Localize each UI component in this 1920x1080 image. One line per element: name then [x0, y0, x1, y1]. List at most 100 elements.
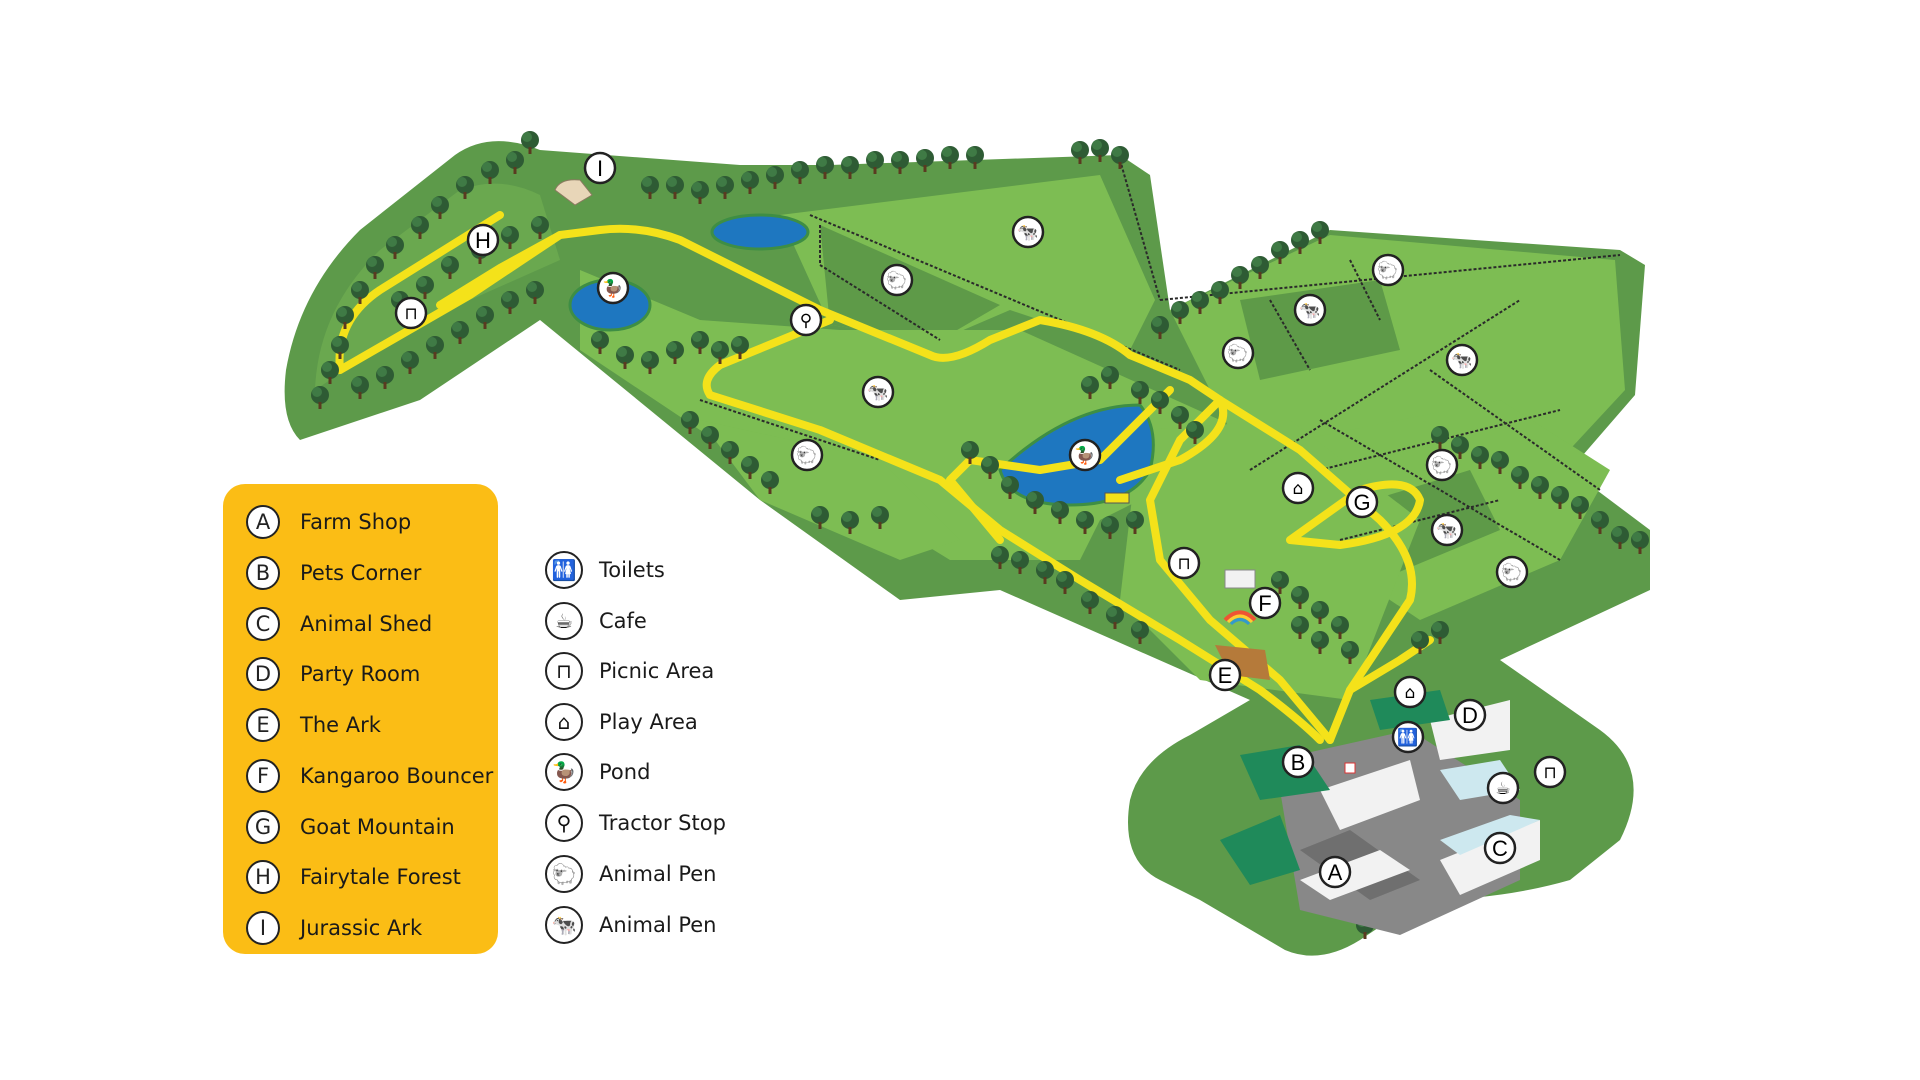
legend-item-goat-mountain[interactable]: G Goat Mountain [246, 807, 455, 847]
bridge-icon [1104, 492, 1130, 504]
svg-text:🚻: 🚻 [1397, 727, 1418, 748]
play-area-icon[interactable]: ⌂ [1281, 471, 1315, 505]
svg-text:⊓: ⊓ [404, 304, 417, 324]
marker-i[interactable]: I [583, 151, 617, 185]
letter-g-badge: G [246, 810, 280, 844]
legend-item-farm-shop[interactable]: A Farm Shop [246, 502, 411, 542]
dinosaur-skull-icon [554, 179, 593, 206]
legend-item-picnic-area[interactable]: ⊓ Picnic Area [545, 651, 714, 691]
cow-pen-icon[interactable]: 🐄 [1445, 343, 1479, 377]
marker-h[interactable]: H [466, 223, 500, 257]
svg-text:⚲: ⚲ [800, 311, 812, 331]
legend-label: Animal Shed [300, 612, 433, 636]
legend-item-jurassic-ark[interactable]: I Jurassic Ark [246, 908, 422, 948]
marker-d[interactable]: D [1453, 698, 1487, 732]
first-aid-icon [1344, 762, 1356, 774]
play-area-icon: ⌂ [545, 703, 583, 741]
svg-text:🐑: 🐑 [1227, 343, 1248, 364]
picnic-icon[interactable]: ⊓ [1533, 755, 1567, 789]
svg-text:⊓: ⊓ [1177, 554, 1190, 574]
cow-pen-icon[interactable]: 🐄 [861, 375, 895, 409]
sheep-pen-icon[interactable]: 🐑 [790, 438, 824, 472]
pond-icon[interactable]: 🦆 [596, 271, 630, 305]
svg-text:⊓: ⊓ [1543, 763, 1556, 783]
map-symbol-markers: 🐄 🐑 🐑 🐄 🐑 🐄 🐄 🐑 🐑 🐄 🐑 🦆 🦆 ⊓ ⊓ ⊓ ⚲ ⌂ ⌂ 🚻 … [394, 215, 1567, 805]
svg-text:🐑: 🐑 [1501, 562, 1522, 583]
legend-item-the-ark[interactable]: E The Ark [246, 705, 381, 745]
svg-text:D: D [1462, 703, 1478, 728]
sheep-pen-icon[interactable]: 🐑 [1495, 555, 1529, 589]
letter-i-badge: I [246, 911, 280, 945]
location-markers: A B C D E F G H I [466, 151, 1517, 889]
picnic-icon[interactable]: ⊓ [1167, 546, 1201, 580]
svg-text:F: F [1258, 591, 1271, 616]
legend-item-pets-corner[interactable]: B Pets Corner [246, 553, 421, 593]
cafe-icon[interactable]: ☕ [1486, 771, 1520, 805]
sheep-pen-icon[interactable]: 🐑 [1221, 336, 1255, 370]
svg-text:E: E [1218, 663, 1233, 688]
svg-text:G: G [1353, 490, 1370, 515]
svg-text:🐄: 🐄 [867, 383, 888, 403]
fences [699, 159, 1621, 561]
play-area-icon[interactable]: ⌂ [1393, 675, 1427, 709]
marker-b[interactable]: B [1281, 745, 1315, 779]
sheep-pen-icon[interactable]: 🐑 [880, 263, 914, 297]
letter-a-badge: A [246, 505, 280, 539]
svg-text:⌂: ⌂ [1293, 479, 1304, 499]
marker-c[interactable]: C [1483, 831, 1517, 865]
building-b [1320, 760, 1420, 830]
tractor-stop-icon[interactable]: ⚲ [789, 303, 823, 337]
legend-label: Picnic Area [599, 659, 715, 683]
svg-text:C: C [1492, 836, 1508, 861]
svg-text:🐄: 🐄 [1451, 351, 1472, 371]
legend-label: Goat Mountain [300, 815, 455, 839]
building-teal [1370, 690, 1450, 730]
cow-pen-icon[interactable]: 🐄 [1011, 215, 1045, 249]
legend-item-tractor-stop[interactable]: ⚲ Tractor Stop [545, 803, 726, 843]
legend-item-fairytale-forest[interactable]: H Fairytale Forest [246, 857, 461, 897]
building-green-left [1220, 815, 1300, 885]
pond-icon[interactable]: 🦆 [1068, 438, 1102, 472]
paths [335, 211, 1434, 744]
pond-north [710, 213, 810, 251]
svg-text:B: B [1291, 750, 1306, 775]
legend-item-party-room[interactable]: D Party Room [246, 654, 420, 694]
legend-item-play-area[interactable]: ⌂ Play Area [545, 702, 698, 742]
rainbow-icon [1223, 610, 1257, 622]
cafe-icon: ☕ [545, 602, 583, 640]
marker-e[interactable]: E [1208, 658, 1242, 692]
pond-icon: 🦆 [545, 753, 583, 791]
legend-label: Toilets [599, 558, 665, 582]
tractor-stop-icon: ⚲ [545, 804, 583, 842]
legend-item-sheep-pen[interactable]: 🐑 Animal Pen [545, 854, 717, 894]
forest-field [315, 183, 560, 390]
legend-item-kangaroo-bouncer[interactable]: F Kangaroo Bouncer [246, 756, 493, 796]
legend-item-cafe[interactable]: ☕ Cafe [545, 601, 647, 641]
svg-text:🦆: 🦆 [602, 278, 623, 299]
marker-g[interactable]: G [1345, 485, 1379, 519]
legend-item-pond[interactable]: 🦆 Pond [545, 752, 650, 792]
marker-a[interactable]: A [1318, 855, 1352, 889]
legend-item-cow-pen[interactable]: 🐄 Animal Pen [545, 905, 717, 945]
letter-e-badge: E [246, 708, 280, 742]
svg-text:🐄: 🐄 [1299, 301, 1320, 321]
svg-text:H: H [475, 228, 491, 253]
marker-f[interactable]: F [1248, 586, 1282, 620]
legend-label: Animal Pen [599, 913, 717, 937]
legend-item-animal-shed[interactable]: C Animal Shed [246, 604, 432, 644]
svg-text:☕: ☕ [1495, 779, 1510, 799]
toilets-icon[interactable]: 🚻 [1391, 720, 1425, 754]
svg-text:🐑: 🐑 [796, 445, 817, 466]
svg-text:🐄: 🐄 [1436, 521, 1457, 541]
cow-pen-icon[interactable]: 🐄 [1430, 513, 1464, 547]
cow-pen-icon[interactable]: 🐄 [1293, 293, 1327, 327]
legend-item-toilets[interactable]: 🚻 Toilets [545, 550, 665, 590]
legend-label: Pets Corner [300, 561, 422, 585]
sheep-pen-icon[interactable]: 🐑 [1371, 253, 1405, 287]
letter-d-badge: D [246, 657, 280, 691]
letter-f-badge: F [246, 759, 280, 793]
legend-label: The Ark [300, 713, 381, 737]
picnic-icon[interactable]: ⊓ [394, 296, 428, 330]
sheep-pen-icon[interactable]: 🐑 [1425, 448, 1459, 482]
